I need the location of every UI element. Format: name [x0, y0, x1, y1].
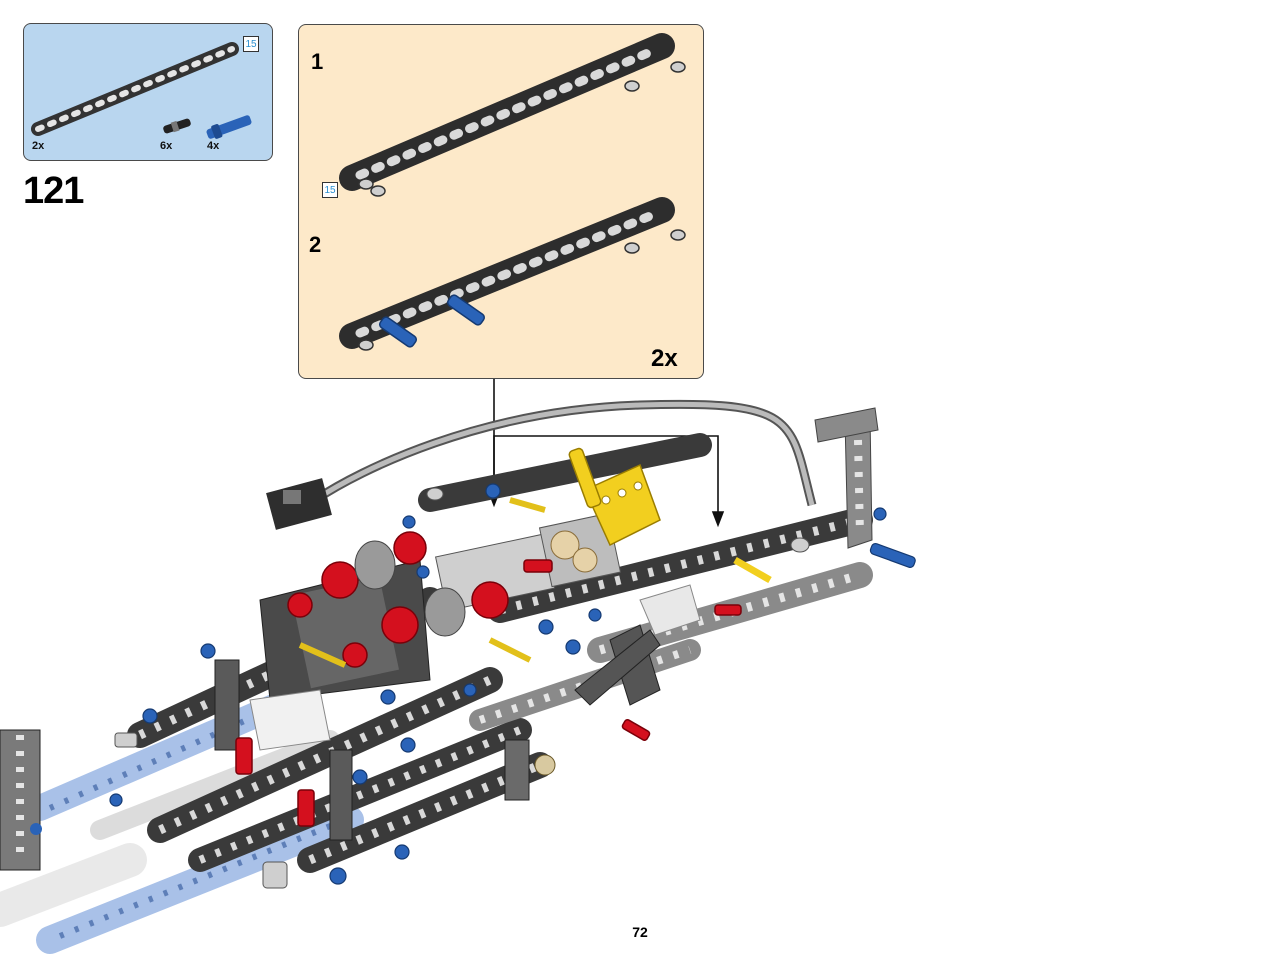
substep-1-length-badge: 15	[322, 182, 338, 198]
part-qty-beam: 2x	[32, 140, 45, 152]
page-number: 72	[632, 924, 648, 940]
parts-panel-pin-icon	[163, 118, 191, 134]
chassis-assembly	[0, 407, 916, 954]
step-number: 121	[23, 170, 84, 212]
length-badge: 15	[243, 36, 259, 52]
sensor-cable	[266, 399, 817, 530]
part-qty-pin: 6x	[160, 140, 173, 152]
substep-1-label: 1	[311, 49, 324, 74]
substep-1-beam	[339, 33, 686, 197]
part-qty-axle-pin: 4x	[207, 140, 220, 152]
substep-2-beam	[339, 197, 686, 351]
substep-2-label: 2	[309, 232, 322, 257]
parts-panel-beam-icon	[31, 42, 239, 136]
subassembly-multiplier: 2x	[651, 345, 678, 372]
parts-panel-axle-pin-icon	[206, 115, 252, 139]
